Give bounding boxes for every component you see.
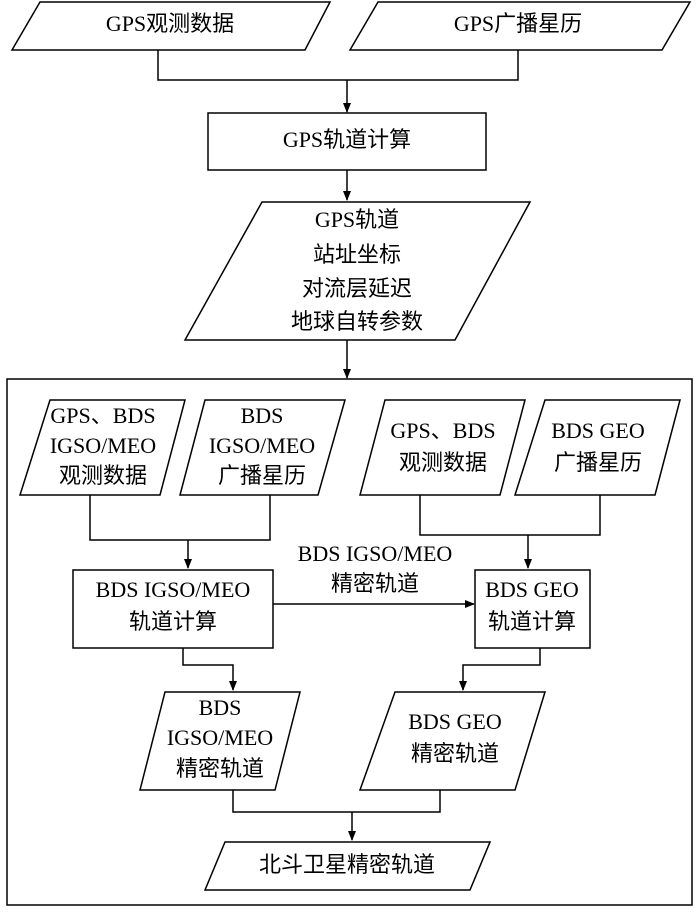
node-gps-obs: GPS观测数据 xyxy=(10,1,332,51)
node-nav-igso-meo: BDS IGSO/MEO 广播星历 xyxy=(179,399,346,496)
node-precise-igso-meo: BDS IGSO/MEO 精密轨道 xyxy=(139,691,301,791)
bds-processing-frame xyxy=(6,378,693,906)
svg-text:对流层延迟: 对流层延迟 xyxy=(302,276,412,301)
svg-text:地球自转参数: 地球自转参数 xyxy=(291,309,423,334)
svg-text:BDS GEO: BDS GEO xyxy=(551,418,645,443)
node-obs-igso-meo: GPS、BDS IGSO/MEO 观测数据 xyxy=(18,399,186,496)
svg-text:站址坐标: 站址坐标 xyxy=(313,242,401,267)
svg-text:BDS IGSO/MEO: BDS IGSO/MEO xyxy=(96,577,251,602)
svg-text:精密轨道: 精密轨道 xyxy=(331,571,419,596)
connectors-top xyxy=(157,50,519,379)
svg-text:广播星历: 广播星历 xyxy=(554,450,642,475)
svg-text:GPS观测数据: GPS观测数据 xyxy=(106,11,234,36)
svg-text:GPS轨道: GPS轨道 xyxy=(315,207,399,232)
svg-text:轨道计算: 轨道计算 xyxy=(129,609,217,634)
edge-label-igso-meo-precise: BDS IGSO/MEO 精密轨道 xyxy=(298,541,453,596)
svg-text:广播星历: 广播星历 xyxy=(218,463,306,488)
svg-text:BDS: BDS xyxy=(241,403,284,428)
svg-text:GPS、BDS: GPS、BDS xyxy=(50,403,155,428)
node-calc-geo: BDS GEO 轨道计算 xyxy=(474,569,591,649)
svg-text:GPS广播星历: GPS广播星历 xyxy=(454,11,582,36)
node-gps-products: GPS轨道 站址坐标 对流层延迟 地球自转参数 xyxy=(183,201,532,341)
svg-text:IGSO/MEO: IGSO/MEO xyxy=(209,433,315,458)
svg-text:观测数据: 观测数据 xyxy=(399,450,487,475)
svg-text:GPS、BDS: GPS、BDS xyxy=(390,418,495,443)
connectors-bottom xyxy=(89,495,601,841)
node-precise-geo: BDS GEO 精密轨道 xyxy=(358,691,547,791)
svg-text:轨道计算: 轨道计算 xyxy=(488,609,576,634)
svg-text:BDS GEO: BDS GEO xyxy=(408,709,502,734)
node-final: 北斗卫星精密轨道 xyxy=(203,841,492,891)
svg-text:精密轨道: 精密轨道 xyxy=(411,741,499,766)
svg-text:IGSO/MEO: IGSO/MEO xyxy=(50,433,156,458)
node-gps-orbit-calc: GPS轨道计算 xyxy=(207,112,487,171)
svg-text:精密轨道: 精密轨道 xyxy=(176,756,264,781)
svg-text:GPS轨道计算: GPS轨道计算 xyxy=(283,127,411,152)
svg-text:BDS IGSO/MEO: BDS IGSO/MEO xyxy=(298,541,453,566)
node-obs-geo: GPS、BDS 观测数据 xyxy=(359,399,526,496)
node-gps-nav: GPS广播星历 xyxy=(348,1,692,51)
svg-text:BDS: BDS xyxy=(199,695,242,720)
svg-text:观测数据: 观测数据 xyxy=(59,463,147,488)
svg-text:BDS GEO: BDS GEO xyxy=(485,577,579,602)
svg-text:北斗卫星精密轨道: 北斗卫星精密轨道 xyxy=(259,852,435,877)
node-nav-geo: BDS GEO 广播星历 xyxy=(513,399,681,496)
node-calc-igso-meo: BDS IGSO/MEO 轨道计算 xyxy=(72,569,274,649)
svg-text:IGSO/MEO: IGSO/MEO xyxy=(167,725,273,750)
